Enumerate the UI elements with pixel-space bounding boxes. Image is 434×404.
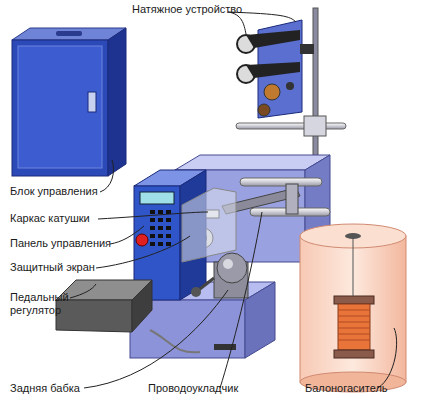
pedal-front (56, 300, 132, 332)
wire-guide (222, 178, 330, 216)
balloon-damper (300, 224, 406, 392)
tailstock-highlight (223, 259, 233, 269)
tension-belt (246, 62, 300, 78)
unit-side (108, 28, 126, 176)
housing-top (175, 155, 330, 170)
unit-top (12, 28, 126, 40)
tension-device (237, 20, 314, 118)
tension-belt (246, 30, 300, 48)
tailstock-head (217, 253, 247, 283)
part-label: Каркас катушки (10, 212, 110, 225)
part-label: Педальный регулятор (10, 291, 74, 317)
leader-lines (70, 12, 397, 388)
control-unit (12, 28, 126, 176)
tension-mount (300, 44, 314, 54)
unit-door (18, 46, 102, 168)
pedal (56, 280, 200, 352)
tailstock-knob (191, 287, 201, 297)
protective-shield (182, 188, 236, 262)
stand-clamp (304, 116, 326, 136)
coil-turns (338, 310, 370, 340)
pedal-side (132, 280, 152, 332)
coil-winding (338, 304, 370, 350)
part-label: Защитный экран (10, 261, 110, 274)
part-label: Задняя бабка (10, 382, 100, 395)
unit-front (12, 40, 108, 176)
unit-switch (88, 92, 96, 112)
part-label: Панель управления (10, 237, 120, 250)
guide-block (286, 184, 298, 214)
part-label: Проводоукладчик (148, 382, 258, 395)
tailstock (191, 253, 248, 298)
unit-handle (56, 31, 82, 36)
bobbin-flange (334, 296, 374, 304)
panel-display (140, 192, 174, 204)
damper-body (300, 236, 406, 382)
tension-knob (264, 84, 280, 100)
wire (353, 236, 354, 296)
stop-button (136, 234, 148, 246)
pedal-cable (150, 330, 200, 352)
guide-rod (240, 178, 322, 186)
part-label: Блок управления (10, 185, 110, 198)
tension-screw (286, 82, 294, 90)
tension-knob (258, 104, 270, 116)
part-label: Балоногаситель (305, 382, 415, 395)
part-label: Натяжное устройство (132, 3, 262, 16)
base-side (245, 282, 275, 358)
bobbin-flange (334, 350, 374, 358)
stand-arm (236, 123, 346, 129)
